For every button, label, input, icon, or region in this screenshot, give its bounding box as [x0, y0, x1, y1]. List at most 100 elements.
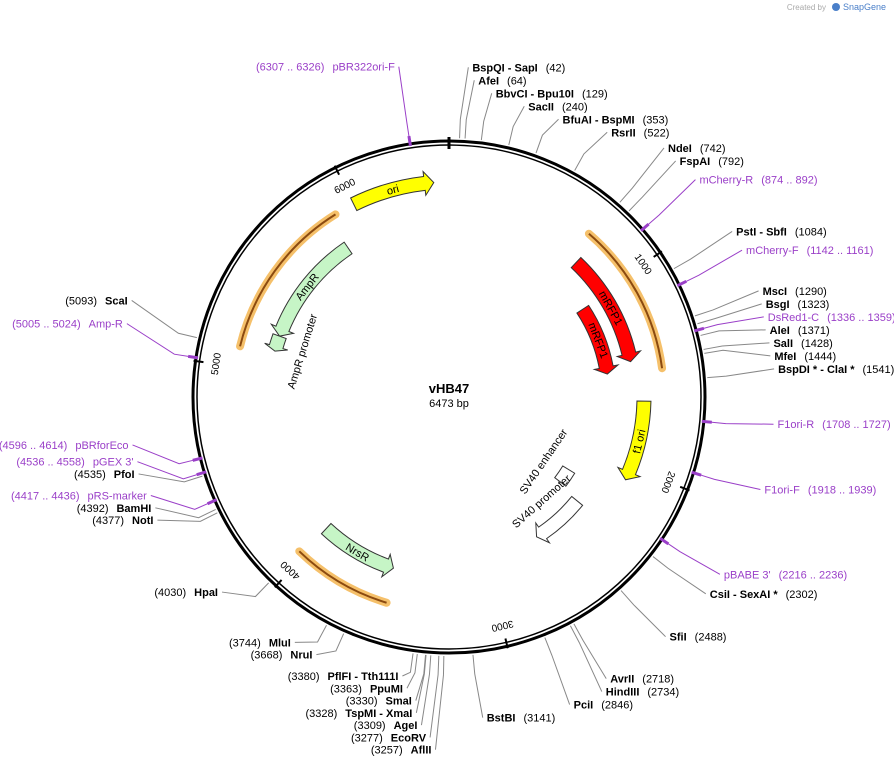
enzyme-leader	[544, 637, 571, 705]
site-name: pBRforEco	[75, 440, 128, 452]
enzyme-leader	[508, 106, 525, 146]
tick-label: 3000	[490, 617, 515, 633]
feature-highlight-core	[298, 550, 387, 604]
enzyme-leader	[673, 231, 733, 270]
feature-arrow	[570, 256, 643, 363]
enzyme-label: CsiI - SexAI *(2302)	[710, 589, 818, 601]
enzyme-label: (3668) NruI	[251, 650, 313, 662]
enzyme-leader	[535, 118, 559, 154]
enzyme-label: HindIII(2734)	[606, 687, 679, 699]
enzyme-label: (4030)HpaI	[154, 587, 218, 599]
site-position: (2846)	[601, 700, 633, 712]
feature-highlight-core	[239, 213, 337, 347]
feature-arrow	[616, 400, 652, 481]
site-position: (6307 .. 6326)	[256, 62, 325, 74]
site-name: PflFI - Tth111I	[327, 671, 398, 683]
site-position: (3363)	[330, 683, 362, 695]
site-position: (1323)	[798, 299, 830, 311]
enzyme-leader	[221, 582, 270, 598]
site-position: (1142 .. 1161)	[807, 245, 874, 257]
primer-leader	[132, 444, 198, 465]
site-name: pRS-marker	[88, 491, 148, 503]
enzyme-label: PciI(2846)	[574, 700, 633, 712]
site-position: (1371)	[798, 325, 830, 337]
primer-label: mCherry-R(874 .. 892)	[699, 175, 817, 187]
site-name: AflII	[411, 745, 432, 757]
site-position: (2302)	[786, 589, 818, 601]
site-name: SmaI	[386, 696, 412, 708]
feature-highlight-core	[588, 232, 664, 369]
site-name: BsgI	[766, 299, 790, 311]
tick-label-group: 2000	[658, 470, 676, 495]
tick-label: 4000	[278, 558, 302, 581]
enzyme-leader	[697, 303, 762, 325]
site-position: (874 .. 892)	[761, 175, 817, 187]
enzyme-label: (3257) AflII	[371, 745, 432, 757]
plasmid-name: vHB47	[429, 381, 469, 396]
enzyme-leader	[464, 80, 475, 139]
primer-leader	[681, 249, 743, 284]
enzyme-label: MscI(1290)	[763, 286, 827, 298]
site-position: (1708 .. 1727)	[822, 419, 891, 431]
enzyme-leader	[707, 368, 775, 379]
site-position: (4536 .. 4558)	[16, 457, 85, 469]
site-name: EcoRV	[391, 732, 427, 744]
site-position: (3257)	[371, 745, 403, 757]
site-name: SfiI	[670, 632, 687, 644]
primer-label: (4596 .. 4614) pBRforEco	[0, 440, 129, 452]
site-name: MfeI	[774, 351, 796, 363]
site-name: F1ori-R	[778, 419, 815, 431]
plasmid-length: 6473 bp	[429, 398, 469, 410]
primer-leader	[696, 473, 761, 491]
site-position: (3668)	[251, 650, 283, 662]
feature-label: f1 ori	[631, 428, 648, 455]
site-name: mCherry-F	[746, 245, 799, 257]
site-position: (2718)	[642, 674, 674, 686]
site-position: (1541)	[862, 364, 894, 376]
enzyme-label: AfeI(64)	[478, 75, 526, 87]
tick-label-group: 3000	[490, 617, 515, 633]
site-position: (742)	[700, 143, 726, 155]
enzyme-label: (3277) EcoRV	[351, 732, 427, 744]
site-position: (1444)	[804, 351, 836, 363]
enzyme-label: BfuAI - BspMI(353)	[563, 114, 669, 126]
site-position: (5005 .. 5024)	[12, 319, 81, 331]
site-name: FspAI	[680, 156, 711, 168]
enzyme-label: BspDI * - ClaI * (1541)	[778, 364, 894, 376]
feature-arrow	[535, 495, 584, 544]
primer-leader	[150, 495, 213, 510]
site-name: PstI - SbfI	[736, 226, 787, 238]
enzyme-label: SfiI (2488)	[670, 632, 727, 644]
enzyme-label: (3744)MluI	[229, 637, 291, 649]
enzyme-label: (4392)BamHI	[77, 503, 152, 515]
site-name: HpaI	[194, 587, 218, 599]
enzyme-label: BsgI (1323)	[766, 299, 830, 311]
primer-leader	[706, 421, 774, 425]
feature-label: NrsR	[343, 541, 371, 564]
site-name: SacII	[528, 101, 554, 113]
feature-label: ori	[385, 183, 400, 198]
enzyme-label: BstBI(3141)	[487, 713, 556, 725]
enzyme-label: (3330)SmaI	[346, 696, 412, 708]
site-position: (4596 .. 4614)	[0, 440, 67, 452]
enzyme-leader	[420, 655, 432, 726]
feature-arrow	[264, 333, 288, 352]
site-name: NruI	[290, 650, 312, 662]
enzyme-leader	[573, 623, 607, 679]
enzyme-leader	[619, 147, 665, 203]
site-position: (3380)	[288, 671, 320, 683]
feature-arrow	[349, 170, 435, 212]
site-position: (2488)	[695, 632, 727, 644]
tick-label: 2000	[658, 470, 676, 495]
site-name: BspDI * - ClaI *	[778, 364, 855, 376]
site-name: NdeI	[668, 143, 692, 155]
primer-label: mCherry-F (1142 .. 1161)	[746, 245, 873, 257]
enzyme-label: (3380) PflFI - Tth111I	[288, 671, 399, 683]
feature-arrow	[554, 465, 576, 487]
site-position: (5093)	[65, 295, 97, 307]
site-name: PfoI	[114, 469, 135, 481]
primer-label: pBABE 3'(2216 .. 2236)	[724, 569, 847, 581]
site-position: (3277)	[351, 732, 383, 744]
site-name: ScaI	[105, 295, 128, 307]
